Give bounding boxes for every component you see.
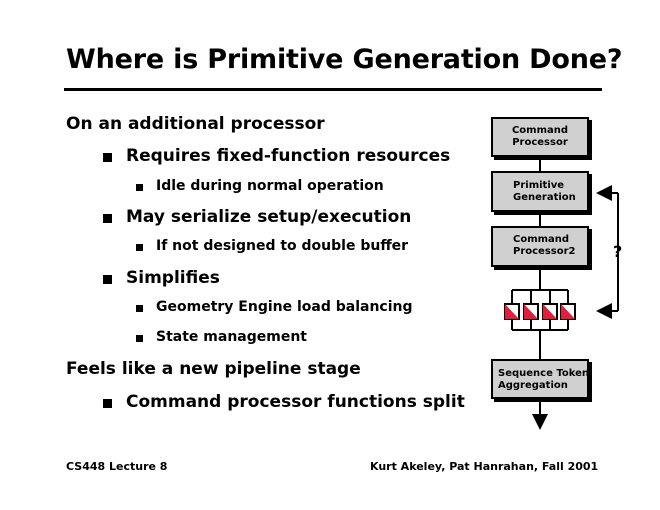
bullet-level1-1: Requires fixed-function resources bbox=[126, 146, 451, 166]
bullet-marker bbox=[103, 399, 112, 408]
primitive-generation-box: Primitive Generation bbox=[491, 171, 589, 212]
sequence-token-aggregation-box: Sequence Token Aggregation bbox=[491, 359, 589, 399]
bullet-level0-1: On an additional processor bbox=[66, 114, 325, 134]
bullet-marker bbox=[103, 153, 112, 162]
box-label-line: Processor2 bbox=[513, 246, 576, 257]
box-label-line: Command bbox=[511, 125, 569, 136]
bullet-level2-4: State management bbox=[156, 329, 307, 345]
command-processor-box: Command Processor bbox=[491, 117, 589, 157]
bullet-level0-2: Feels like a new pipeline stage bbox=[66, 359, 361, 379]
box-label-line: Command bbox=[513, 234, 570, 245]
geometry-unit bbox=[542, 303, 558, 320]
box-label-line: Primitive bbox=[513, 180, 565, 191]
bullet-level1-4: Command processor functions split bbox=[126, 392, 465, 412]
bullet-level1-3: Simplifies bbox=[126, 268, 220, 288]
box-label-line: Sequence Token bbox=[498, 368, 590, 379]
footer-left: CS448 Lecture 8 bbox=[66, 460, 168, 473]
box-label-line: Processor bbox=[512, 137, 568, 148]
bullet-marker bbox=[103, 214, 112, 223]
bullet-marker bbox=[103, 275, 112, 284]
footer-right: Kurt Akeley, Pat Hanrahan, Fall 2001 bbox=[370, 460, 599, 473]
bullet-marker bbox=[136, 305, 143, 312]
bullet-level2-3: Geometry Engine load balancing bbox=[156, 299, 413, 315]
bullet-level2-1: Idle during normal operation bbox=[156, 178, 384, 194]
bullet-marker bbox=[136, 184, 143, 191]
bullet-marker bbox=[136, 244, 143, 251]
box-label-line: Generation bbox=[513, 192, 576, 203]
bullet-level1-2: May serialize setup/execution bbox=[126, 207, 412, 227]
feedback-question-label: ? bbox=[613, 242, 623, 261]
geometry-unit bbox=[523, 303, 539, 320]
slide-title: Where is Primitive Generation Done? bbox=[66, 44, 623, 75]
box-label-line: Aggregation bbox=[498, 380, 568, 391]
bullet-marker bbox=[136, 335, 143, 342]
title-rule bbox=[64, 88, 602, 91]
geometry-unit bbox=[504, 303, 520, 320]
command-processor2-box: Command Processor2 bbox=[491, 226, 589, 267]
bullet-level2-2: If not designed to double buffer bbox=[156, 238, 409, 254]
geometry-unit bbox=[560, 303, 576, 320]
